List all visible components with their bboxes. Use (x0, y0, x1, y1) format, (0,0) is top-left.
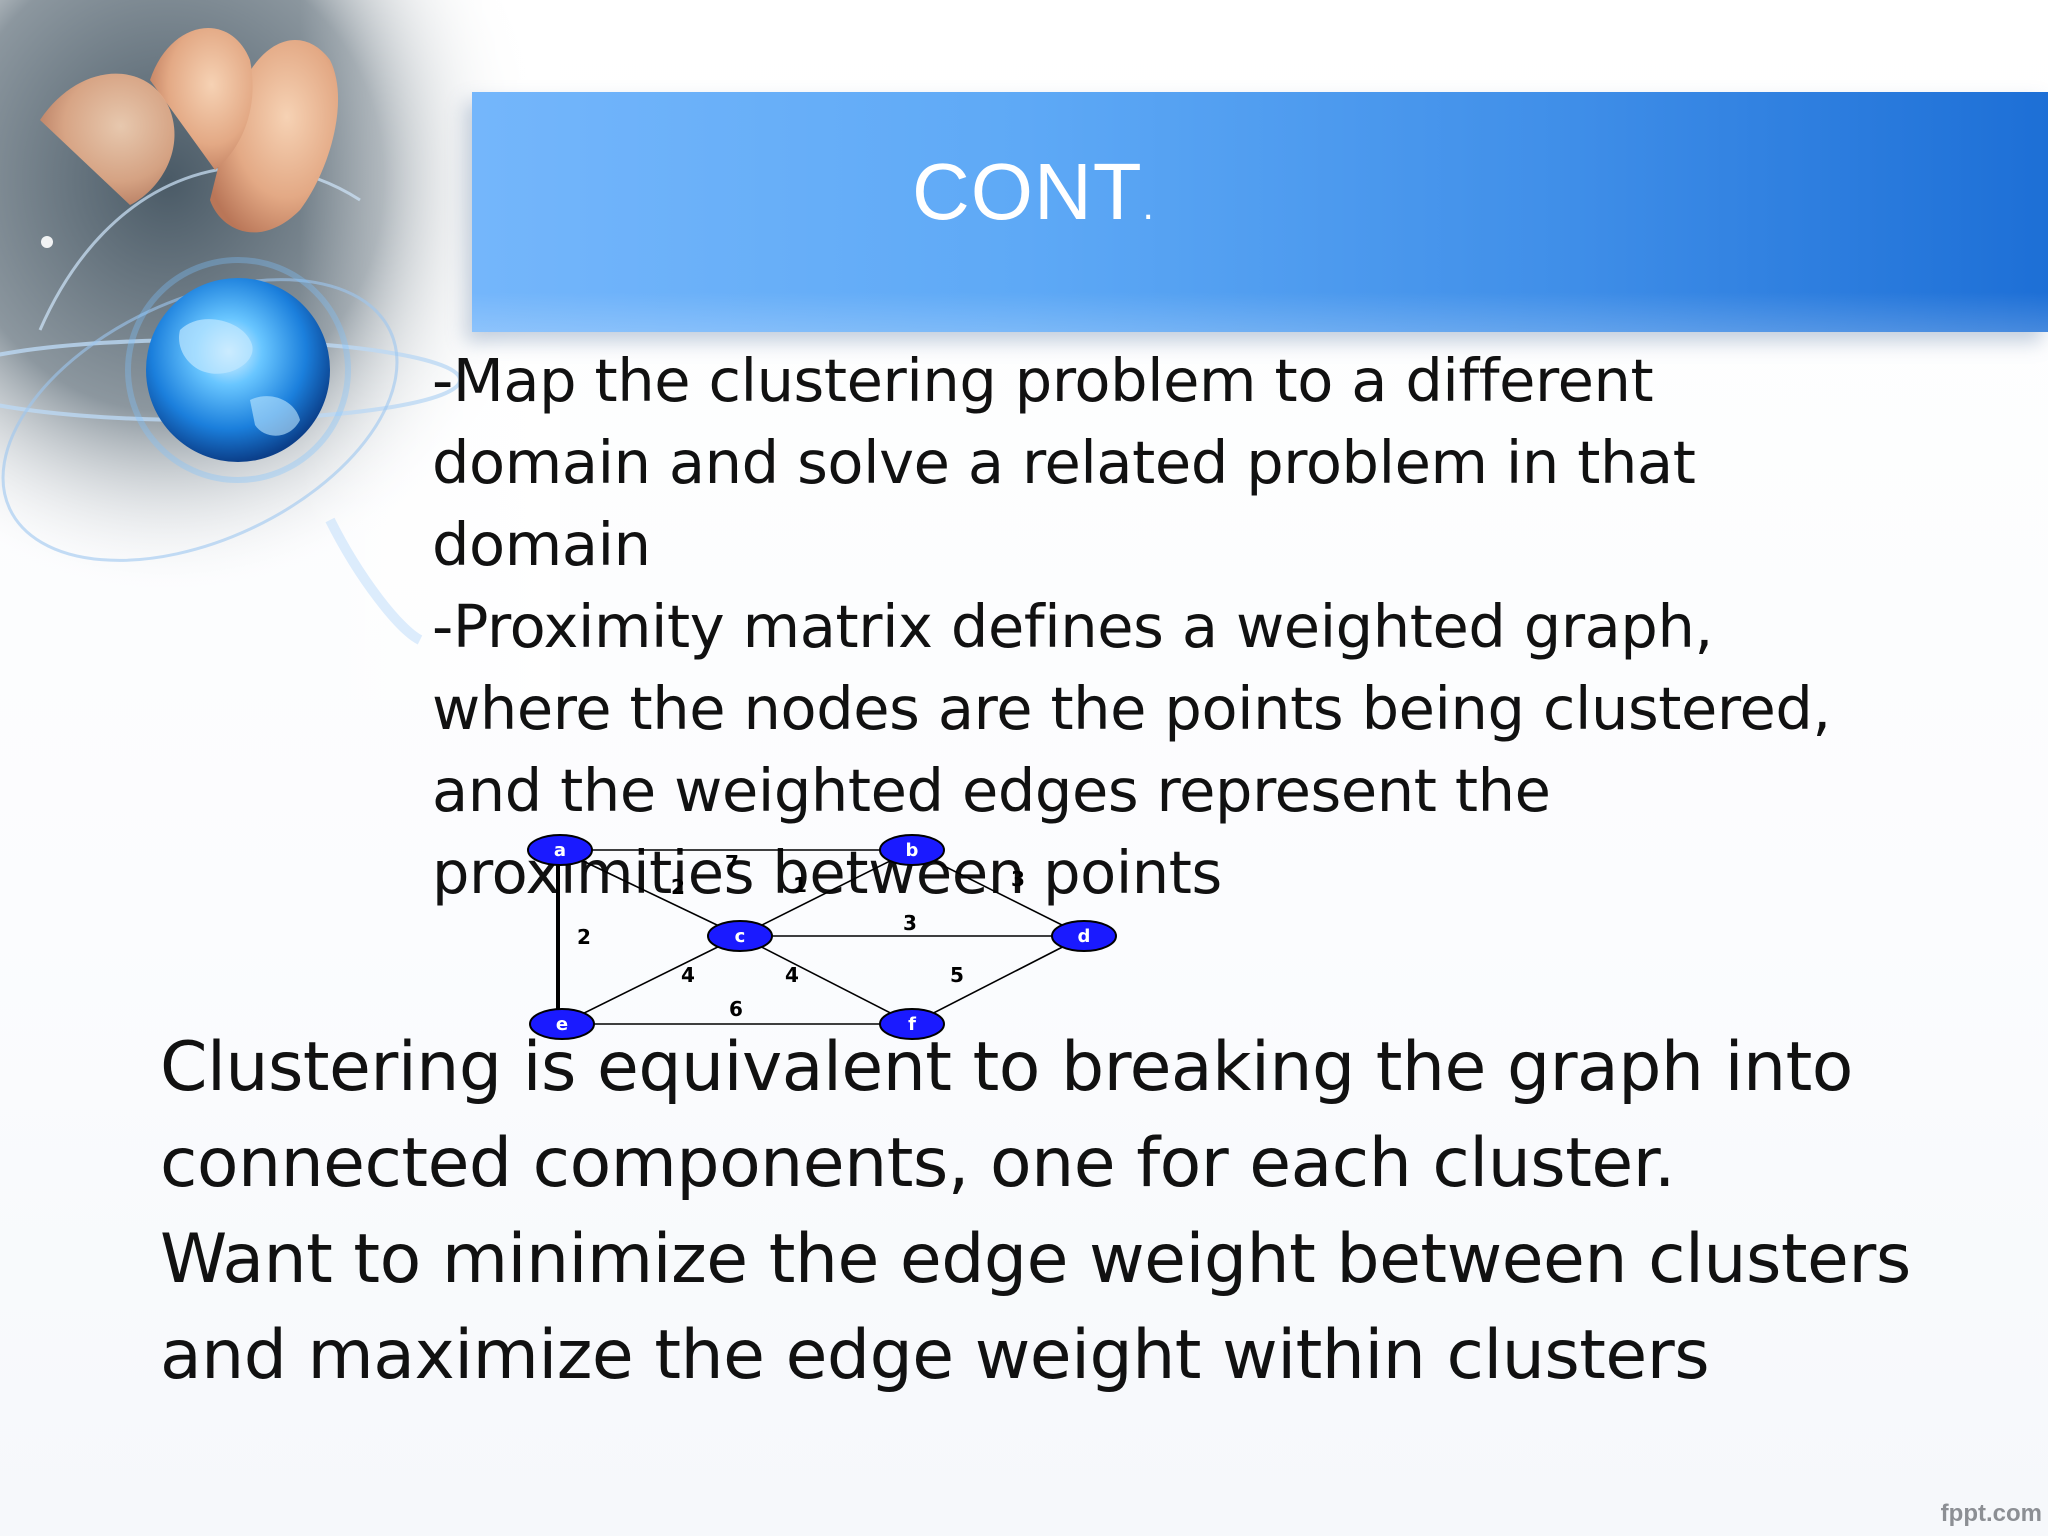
edge-a-c (559, 849, 741, 937)
node-a: a (527, 834, 593, 866)
bullet-map-problem: -Map the clustering problem to a differe… (432, 346, 1696, 579)
conclusion-text: Clustering is equivalent to breaking the… (160, 1020, 2020, 1404)
weight-a-e: 2 (577, 925, 591, 949)
weight-a-c: 2 (671, 875, 685, 899)
weighted-graph: 7 2 2 1 3 3 4 4 6 5 a b c (527, 834, 1117, 1040)
node-b: b (879, 834, 945, 866)
weight-c-f: 4 (785, 963, 799, 987)
weight-f-d: 5 (950, 963, 964, 987)
edge-c-f (739, 935, 913, 1025)
node-b-label: b (906, 840, 919, 861)
slide-title: CONT. (912, 146, 1155, 252)
node-e: e (529, 1008, 595, 1040)
conclusion-clustering: Clustering is equivalent to breaking the… (160, 1028, 1853, 1203)
title-text: CONT (912, 147, 1143, 236)
weight-c-e: 4 (681, 963, 695, 987)
edge-b-d (911, 849, 1085, 937)
weight-b-d: 3 (1011, 867, 1025, 891)
title-banner (472, 92, 2048, 332)
weight-c-d: 3 (903, 911, 917, 935)
node-e-label: e (556, 1014, 568, 1035)
fppt-watermark: fppt.com (1940, 1500, 2042, 1527)
edge-c-b (739, 849, 913, 937)
edge-c-e (561, 935, 741, 1025)
weight-a-b: 7 (725, 851, 739, 875)
title-suffix: . (1142, 184, 1155, 228)
weight-c-b: 1 (793, 873, 807, 897)
node-d: d (1051, 920, 1117, 952)
node-f-label: f (908, 1014, 916, 1035)
node-a-label: a (554, 840, 566, 861)
node-f: f (879, 1008, 945, 1040)
edge-f-d (911, 935, 1085, 1025)
node-d-label: d (1078, 926, 1091, 947)
node-c: c (707, 920, 773, 952)
conclusion-minimize: Want to minimize the edge weight between… (160, 1220, 1911, 1395)
weight-e-f: 6 (729, 997, 743, 1021)
node-c-label: c (735, 926, 746, 947)
